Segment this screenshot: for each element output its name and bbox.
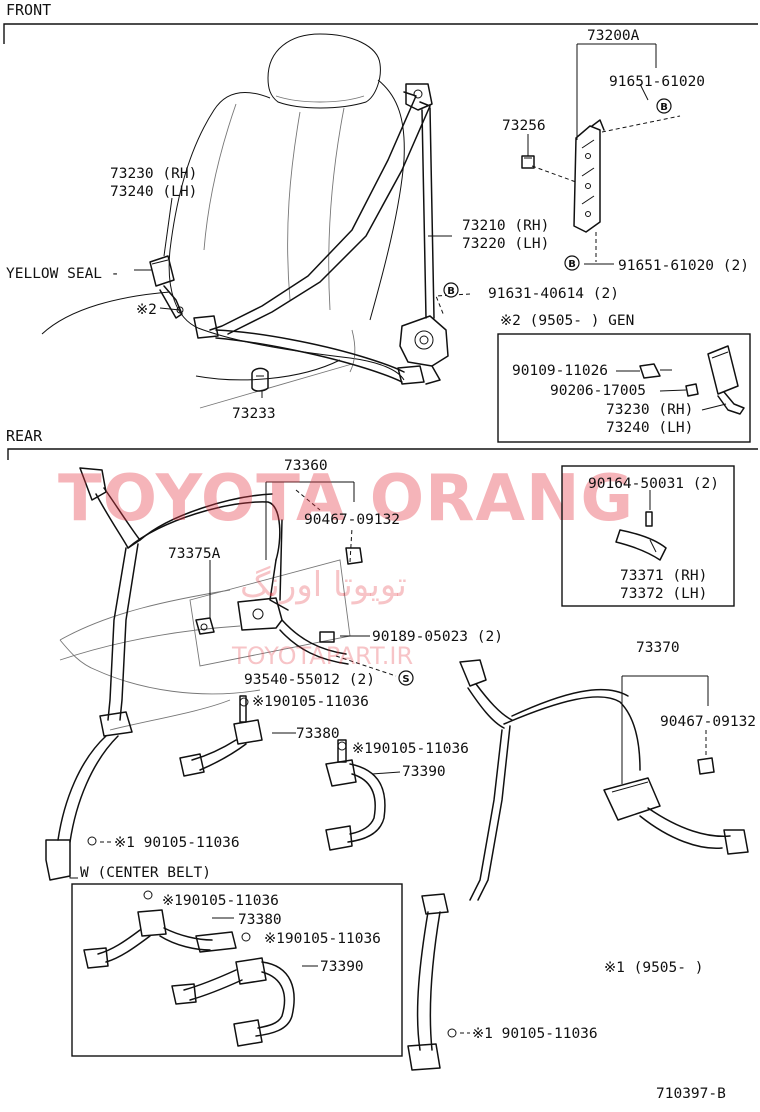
center-part-90105-11036-b: ※190105-11036 xyxy=(264,931,381,947)
rear-section-label: REAR xyxy=(6,427,43,445)
part-93540-55012: 93540-55012 (2) xyxy=(244,672,375,688)
bolt-b-marker-upper: B xyxy=(656,98,672,114)
part-73220-lh: 73220 (LH) xyxy=(462,236,549,252)
part-90105-11036-d: ※1 90105-11036 xyxy=(472,1026,598,1042)
anchor-inset-box xyxy=(561,465,735,607)
part-90105-11036-b: ※190105-11036 xyxy=(352,741,469,757)
part-90189-05023: 90189-05023 (2) xyxy=(372,629,503,645)
front-seat-illustration xyxy=(41,33,405,409)
part-73380: 73380 xyxy=(296,726,340,742)
clip-73256 xyxy=(521,155,535,169)
front-section-label: FRONT xyxy=(6,1,51,19)
bolt-b-marker-lower: B xyxy=(564,255,580,271)
part-73200a: 73200A xyxy=(587,28,640,44)
part-73210-rh: 73210 (RH) xyxy=(462,218,549,234)
gen-part-73230-rh: 73230 (RH) xyxy=(606,402,693,418)
gen-variant-box xyxy=(497,333,751,443)
part-91651-61020: 91651-61020 xyxy=(609,74,705,90)
rear-belt-73390 xyxy=(325,739,386,851)
front-section-frame xyxy=(3,23,758,44)
part-91651-61020-2: 91651-61020 (2) xyxy=(618,258,749,274)
watermark-url: TOYOTAPART.IR xyxy=(231,642,413,670)
inset-part-73372-lh: 73372 (LH) xyxy=(620,586,707,602)
nut-s-marker: S xyxy=(398,670,414,686)
part-73230-rh: 73230 (RH) xyxy=(110,166,197,182)
cover-73233 xyxy=(251,367,269,392)
part-73240-lh: 73240 (LH) xyxy=(110,184,197,200)
svg-text:B: B xyxy=(660,102,668,113)
inset-part-73371-rh: 73371 (RH) xyxy=(620,568,707,584)
part-90105-11036-a: ※190105-11036 xyxy=(252,694,369,710)
gen-part-73240-lh: 73240 (LH) xyxy=(606,420,693,436)
center-part-73390: 73390 xyxy=(320,959,364,975)
bolt-b-marker-retractor: B xyxy=(443,282,459,298)
part-73390: 73390 xyxy=(402,764,446,780)
center-part-90105-11036-a: ※190105-11036 xyxy=(162,893,279,909)
note-mark-1: ※1 (9505- ) xyxy=(604,960,703,976)
part-90467-09132-b: 90467-09132 xyxy=(660,714,756,730)
front-seat-belt-assembly xyxy=(193,83,449,385)
svg-text:B: B xyxy=(447,286,455,297)
rear-belt-73370 xyxy=(407,659,749,1071)
inset-part-90164-50031: 90164-50031 (2) xyxy=(588,476,719,492)
part-91631-40614: 91631-40614 (2) xyxy=(488,286,619,302)
svg-text:B: B xyxy=(568,259,576,270)
gen-variant-title: ※2 (9505- ) GEN xyxy=(500,313,634,329)
center-belt-73380-drawing xyxy=(83,890,251,969)
part-90105-11036-c: ※1 90105-11036 xyxy=(114,835,240,851)
rear-buckle-73380 xyxy=(179,695,263,777)
part-73256: 73256 xyxy=(502,118,546,134)
gen-leader-73230 xyxy=(701,403,727,411)
watermark-main: TOYOTA ORANG xyxy=(58,462,634,536)
anchor-73371-drawing xyxy=(615,511,667,561)
note-mark-2: ※2 xyxy=(136,302,157,318)
part-73360: 73360 xyxy=(284,458,328,474)
gen-buckle-drawing xyxy=(639,345,745,415)
part-73233: 73233 xyxy=(232,406,276,422)
part-90467-09132-a: 90467-09132 xyxy=(304,512,400,528)
svg-text:S: S xyxy=(402,674,409,685)
center-belt-pointer xyxy=(69,868,78,879)
shoulder-adjuster-73200a xyxy=(573,119,605,233)
gen-part-90206-17005: 90206-17005 xyxy=(550,383,646,399)
gen-leader-90206 xyxy=(659,389,687,392)
center-belt-box xyxy=(71,883,403,1057)
center-belt-73390-drawing xyxy=(171,957,295,1047)
part-73370: 73370 xyxy=(636,640,680,656)
center-part-73380: 73380 xyxy=(238,912,282,928)
rear-leader-lines xyxy=(100,481,709,1034)
figure-code: 710397-B xyxy=(656,1086,726,1102)
front-leader-lines xyxy=(134,43,681,398)
rear-section-frame xyxy=(7,448,758,460)
part-73375a: 73375A xyxy=(168,546,221,562)
rear-belt-73360 xyxy=(45,467,363,881)
watermark-arabic: تويوتا اورنگ xyxy=(240,565,407,605)
rear-bolt-symbols xyxy=(87,623,457,1038)
gen-part-90109-11026: 90109-11026 xyxy=(512,363,608,379)
yellow-seal-label: YELLOW SEAL - xyxy=(6,266,120,282)
center-belt-title: W (CENTER BELT) xyxy=(80,865,211,881)
